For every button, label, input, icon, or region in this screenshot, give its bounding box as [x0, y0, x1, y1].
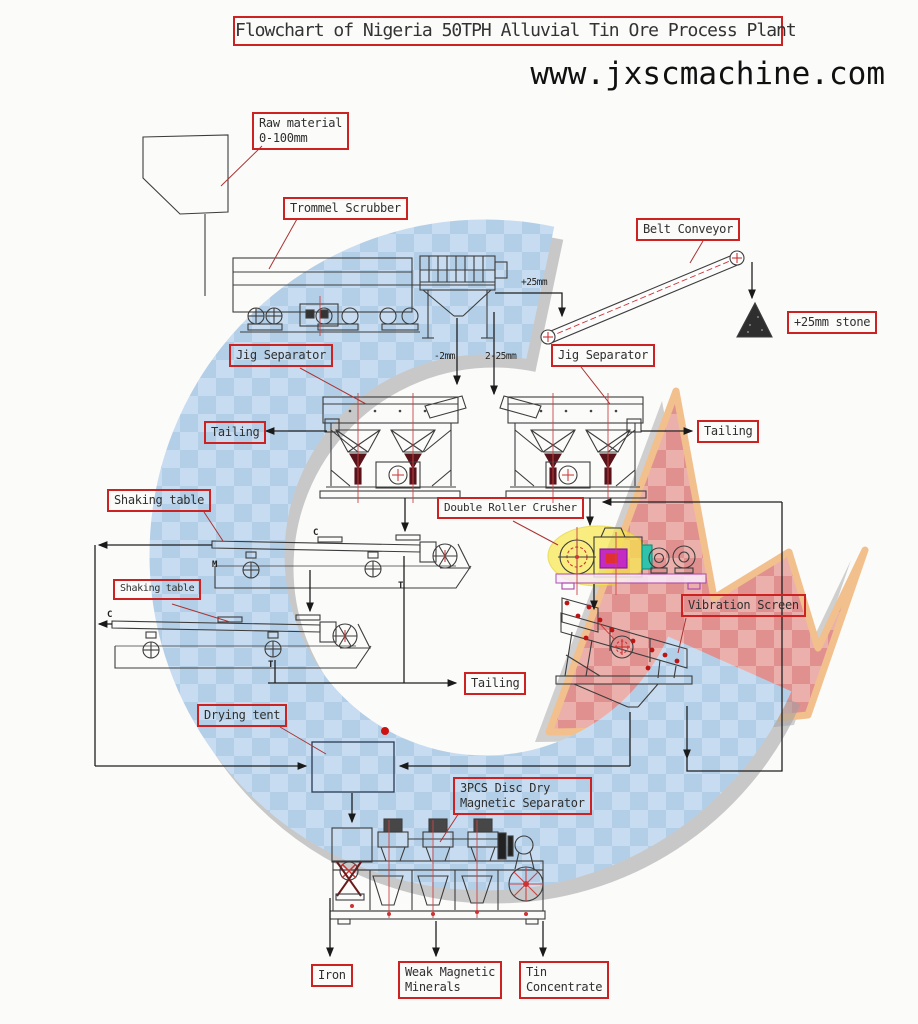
raw-material-hopper-drawing — [142, 134, 229, 296]
label-shaking-table-1: Shaking table — [107, 489, 212, 512]
label-tailing-mid: Tailing — [464, 672, 527, 695]
label-raw-material: Raw material 0-100mm — [252, 112, 350, 150]
stream-marker-c1: C — [313, 528, 319, 538]
annotation-2-25mm: 2-25mm — [485, 351, 517, 362]
magnetic-separator-drawing — [329, 818, 546, 925]
leader-lines — [171, 145, 704, 843]
annotation-minus2mm: -2mm — [434, 351, 455, 362]
jig-separator-left-drawing — [319, 393, 467, 503]
label-drying-tent: Drying tent — [197, 704, 288, 727]
stream-marker-t2: T — [268, 660, 274, 670]
stream-marker-m1: M — [212, 560, 218, 570]
stone-pile — [736, 301, 773, 338]
vibration-screen-drawing — [555, 597, 693, 708]
red-dot-marker — [381, 727, 389, 735]
shaking-table-1-drawing — [211, 534, 472, 589]
label-jig-separator-right: Jig Separator — [551, 344, 656, 367]
label-stone: +25mm stone — [787, 311, 878, 334]
background-logo — [149, 219, 869, 904]
double-roller-crusher-drawing — [547, 525, 707, 595]
label-double-roller-crusher: Double Roller Crusher — [437, 497, 584, 519]
label-iron: Iron — [311, 964, 353, 987]
label-magnetic-separator: 3PCS Disc Dry Magnetic Separator — [453, 777, 592, 815]
stream-marker-c2: C — [107, 610, 113, 620]
stream-marker-t1: T — [398, 581, 404, 591]
label-shaking-table-2: Shaking table — [113, 579, 202, 600]
label-jig-separator-left: Jig Separator — [229, 344, 334, 367]
label-weak-magnetic-minerals: Weak Magnetic Minerals — [398, 961, 503, 999]
label-tailing-left: Tailing — [204, 421, 267, 444]
belt-conveyor-drawing — [540, 250, 745, 345]
label-tailing-right: Tailing — [697, 420, 760, 443]
label-trommel-scrubber: Trommel Scrubber — [283, 197, 408, 220]
page-title: Flowchart of Nigeria 50TPH Alluvial Tin … — [233, 16, 797, 46]
annotation-plus25mm: +25mm — [521, 277, 548, 288]
drying-tent-drawing — [311, 741, 395, 793]
label-vibration-screen: Vibration Screen — [681, 594, 806, 617]
flow-lines — [94, 262, 783, 958]
label-belt-conveyor: Belt Conveyor — [636, 218, 741, 241]
jig-separator-right-drawing — [499, 392, 647, 504]
trommel-scrubber-drawing — [232, 255, 508, 339]
label-tin-concentrate: Tin Concentrate — [519, 961, 610, 999]
website-text: www.jxscmachine.com — [530, 56, 885, 92]
